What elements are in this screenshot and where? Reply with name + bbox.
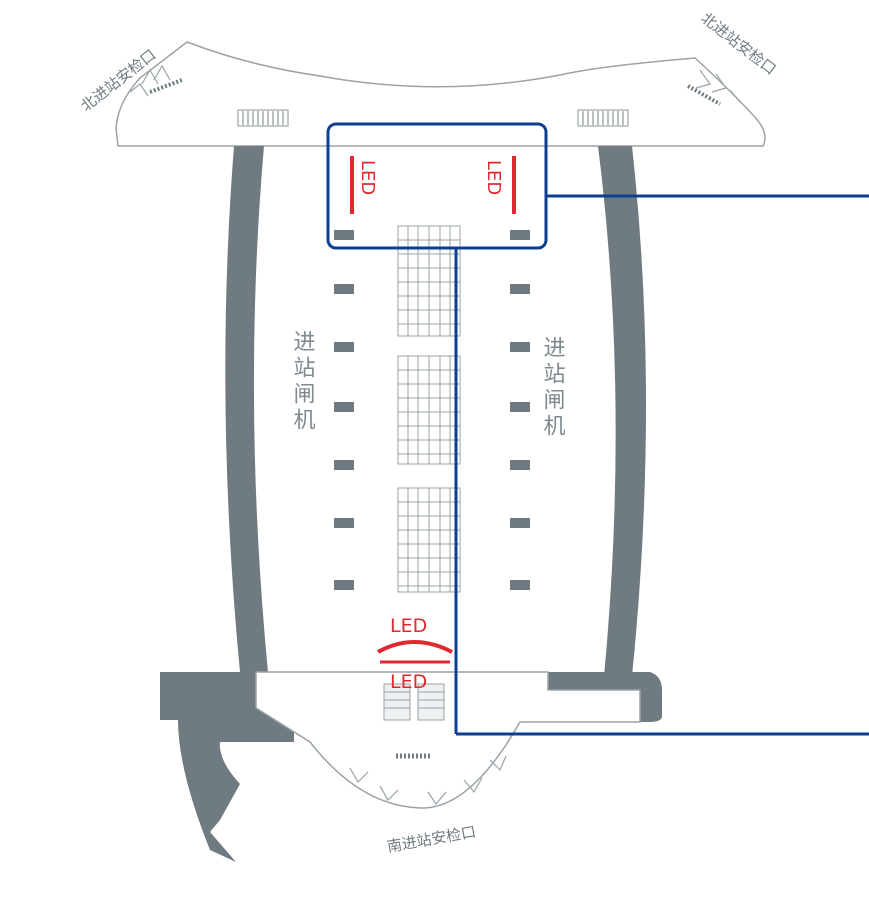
gate-grid-top (397, 225, 461, 337)
south-escalators (383, 683, 445, 721)
led-bar-left (350, 156, 354, 214)
north-security-right-label: 北进站安检口 (698, 9, 780, 79)
gates-label-right: 进站闸机 (540, 336, 566, 440)
south-structure-east (548, 672, 662, 722)
south-security-icons (349, 755, 507, 806)
gate-markers-left (334, 230, 354, 590)
gate-grid-middle (397, 355, 461, 465)
east-wall (598, 146, 646, 676)
north-security-left-icons (129, 64, 183, 97)
led-label-right: LED (483, 160, 504, 195)
south-structure-west (160, 672, 294, 862)
gates-label-left: 进站闸机 (290, 330, 316, 434)
gate-grid-bottom (397, 487, 461, 593)
south-security-label: 南进站安检口 (386, 823, 478, 856)
led-arc-south (377, 640, 453, 654)
north-concourse-outline (115, 41, 766, 147)
north-security-right-icons (687, 69, 741, 106)
led-label-south-top: LED (390, 615, 427, 637)
south-concourse-outline (255, 671, 641, 809)
west-wall (225, 146, 268, 672)
gate-markers-right (510, 230, 530, 590)
highlight-box (326, 122, 548, 250)
led-label-south-bottom: LED (390, 671, 427, 693)
led-bar-right (512, 156, 516, 214)
led-label-left: LED (357, 160, 378, 195)
